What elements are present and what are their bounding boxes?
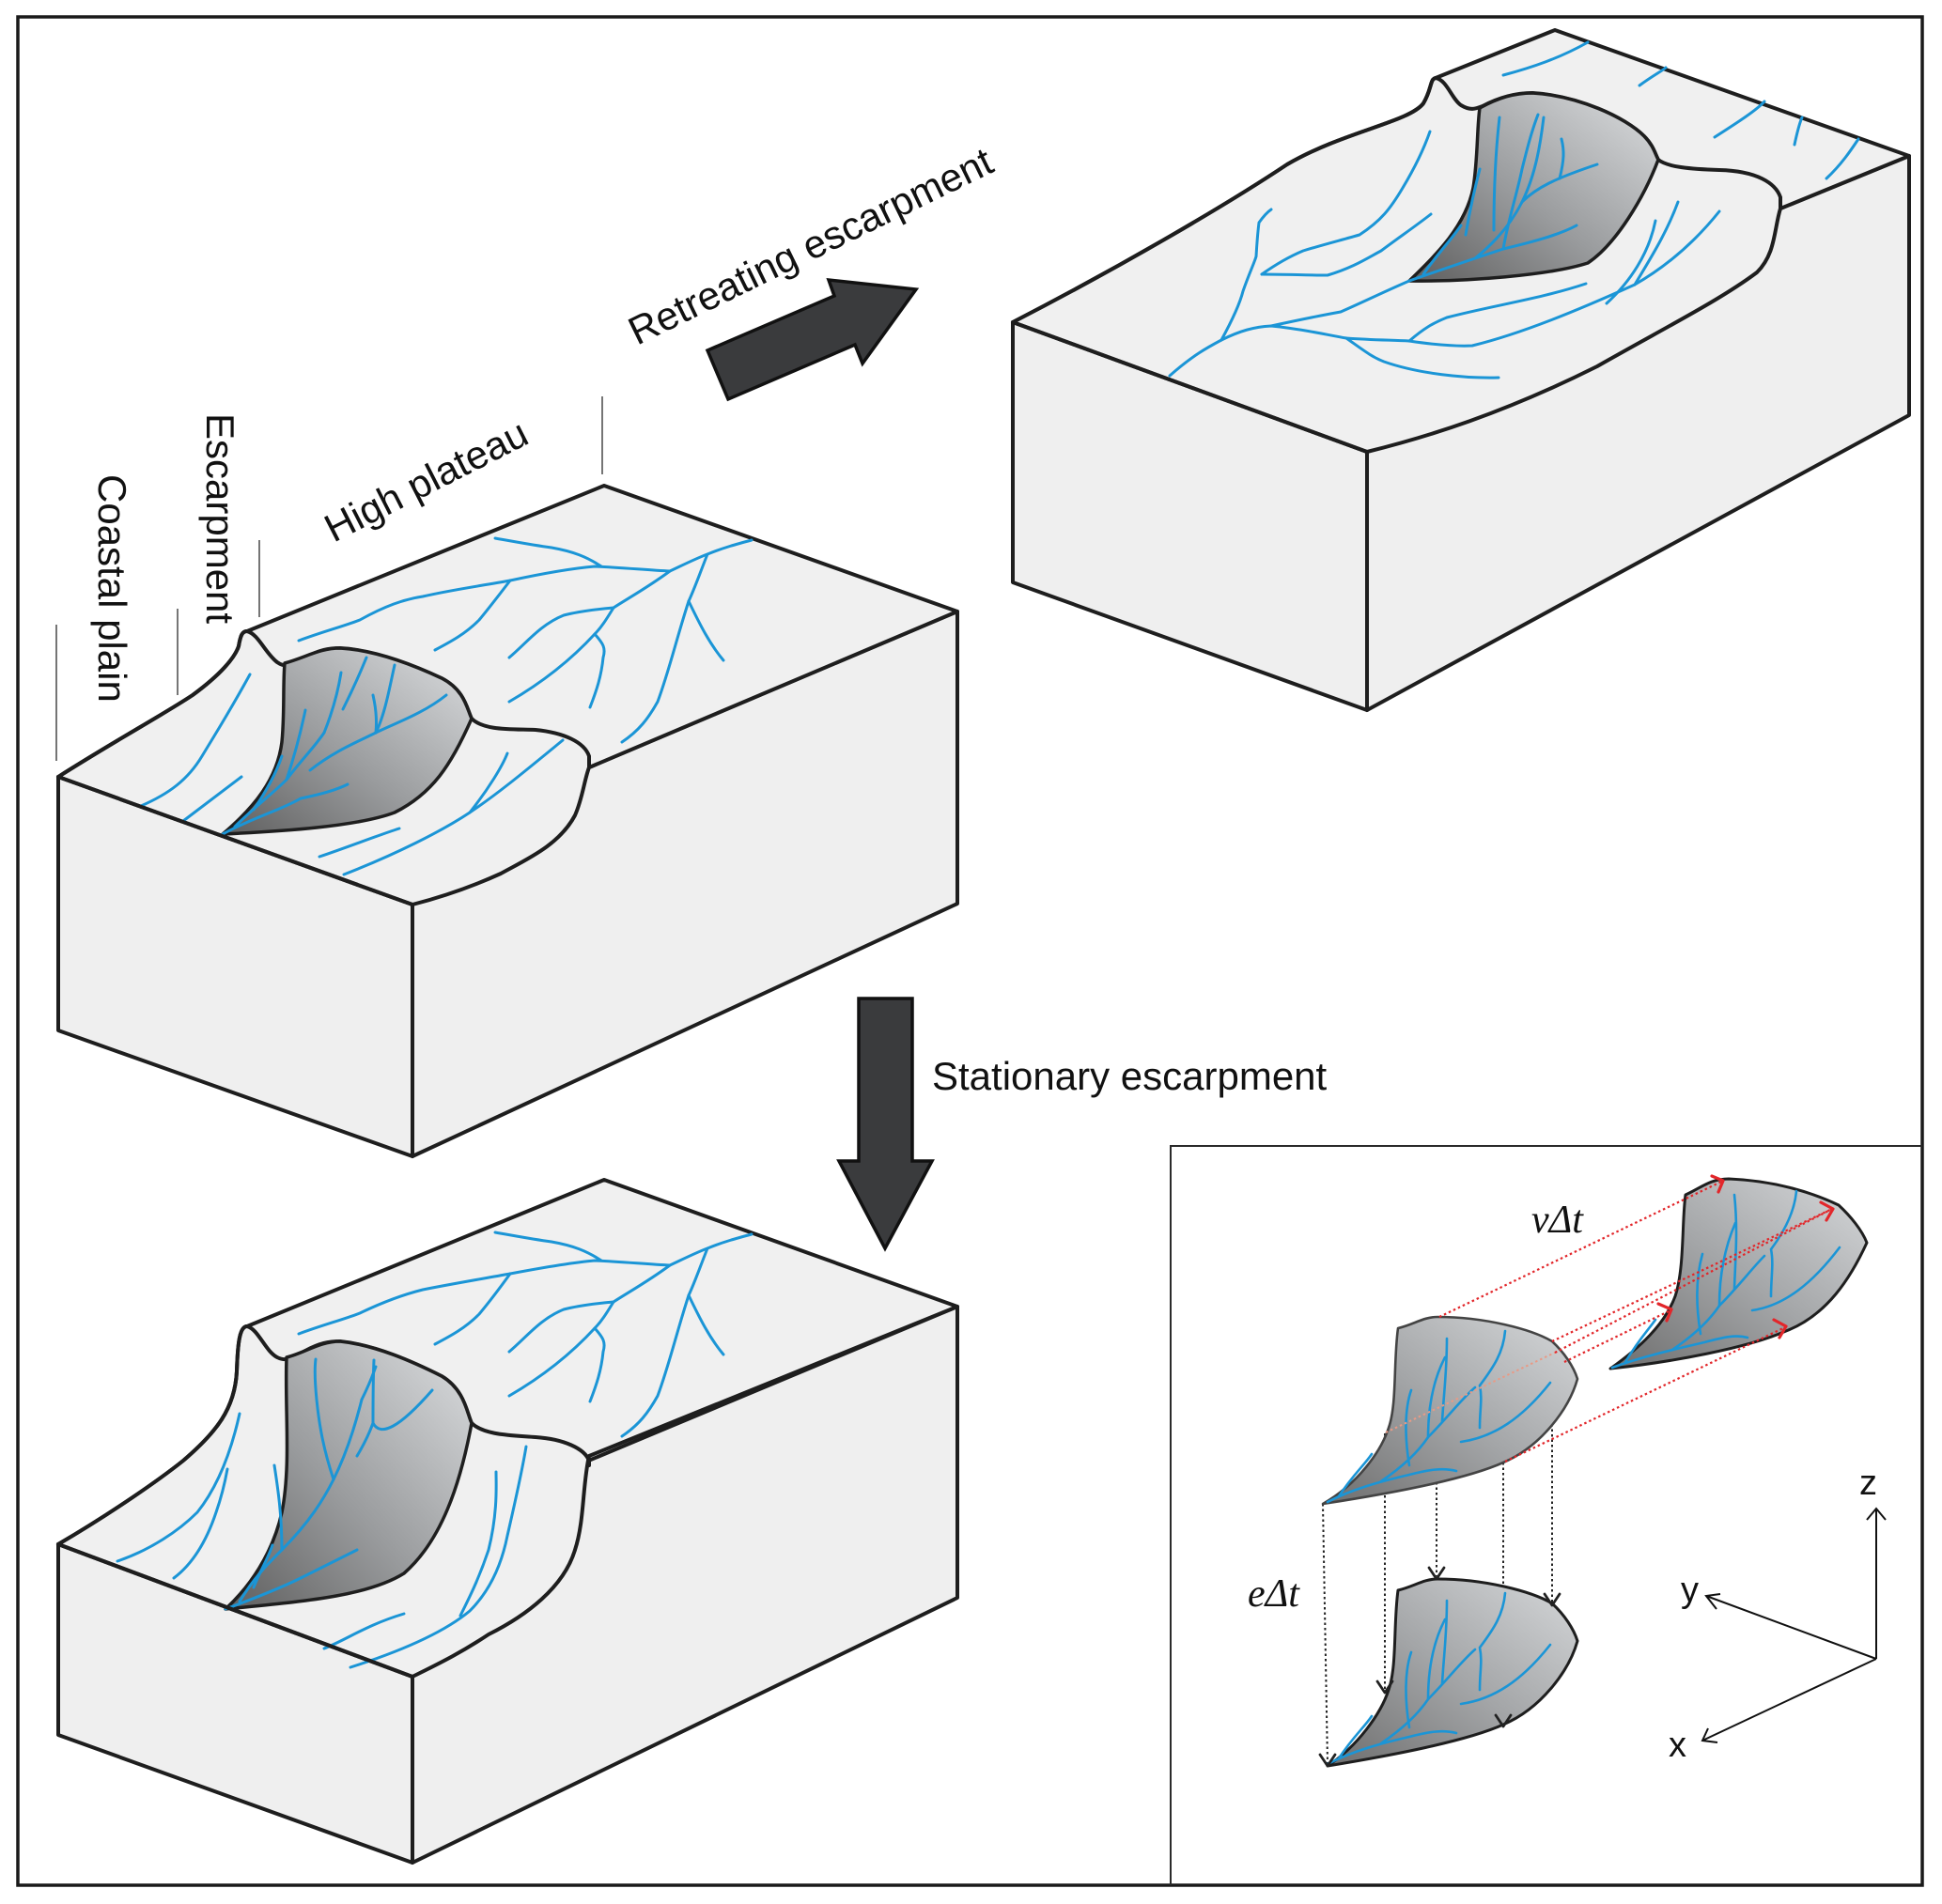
block-retreating-cirque-streams <box>1407 113 1599 283</box>
black-arrowhead-icon <box>1427 1566 1446 1581</box>
label-e-delta-t: eΔt <box>1248 1572 1300 1616</box>
inset-cirque-eroded-streams <box>1326 1591 1552 1766</box>
axis-label-y: y <box>1681 1571 1699 1610</box>
red-arrowhead-icon <box>1772 1318 1788 1339</box>
vertical-arrowheads <box>1318 1566 1561 1768</box>
label-v-delta-t: vΔt <box>1531 1199 1584 1242</box>
inset-cirque-retreated <box>1608 1177 1869 1370</box>
y-axis-arrowhead-icon <box>1704 1593 1721 1610</box>
inset-panel: vΔt eΔt z y x <box>1170 1145 1922 1885</box>
block-initial <box>56 484 959 1158</box>
inset-cirque-original-streams <box>1326 1329 1552 1504</box>
red-arrowhead-icon <box>1710 1174 1725 1194</box>
label-coastal-plain: Coastal plain <box>90 474 134 703</box>
block-retreating <box>1011 28 1911 712</box>
block-retreating-left-slope <box>1011 76 1437 324</box>
black-arrowhead-icon <box>1494 1713 1513 1728</box>
block-initial-left-slope <box>56 629 249 779</box>
block-retreating-cirque <box>1407 91 1660 283</box>
block-stationary-slope-streams <box>116 1412 528 1669</box>
block-initial-cirque-streams <box>221 656 448 836</box>
retreating-escarpment-arrow: Retreating escarpment <box>621 138 1000 402</box>
block-stationary <box>56 1178 959 1865</box>
block-initial-slope-streams <box>139 673 565 876</box>
black-arrowhead-icon <box>1375 1680 1394 1695</box>
z-axis-arrowhead-icon <box>1866 1507 1887 1521</box>
outer-frame <box>16 15 1924 1887</box>
inset-cirque-original <box>1321 1315 1579 1506</box>
red-arrowhead-icon <box>1819 1200 1835 1222</box>
block-stationary-cirque-streams <box>224 1357 434 1611</box>
block-retreating-plateau-streams <box>1501 40 1860 180</box>
red-arrowhead-icon <box>1656 1302 1673 1323</box>
y-axis <box>1705 1595 1877 1660</box>
block-initial-front-top-edge <box>56 775 414 906</box>
x-axis-arrowhead-icon <box>1701 1727 1718 1743</box>
coordinate-axes: z y x <box>1669 1463 1887 1765</box>
block-stationary-plateau-streams <box>297 1231 753 1438</box>
block-retreating-front-top-edge <box>1011 320 1369 454</box>
block-initial-plateau-streams <box>297 536 753 744</box>
axis-label-x: x <box>1669 1726 1686 1765</box>
x-axis <box>1701 1658 1877 1741</box>
axis-label-z: z <box>1859 1463 1877 1503</box>
inset-frame <box>1170 1145 1922 1885</box>
block-stationary-cirque <box>224 1339 474 1611</box>
label-escarpment: Escarpment <box>198 413 242 624</box>
retreating-arrow-icon <box>705 277 920 402</box>
inset-cirque-retreated-streams <box>1610 1189 1841 1370</box>
block-stationary-front-top-edge <box>56 1542 414 1679</box>
block-initial-cirque <box>221 646 474 836</box>
label-stationary-escarpment: Stationary escarpment <box>932 1054 1328 1098</box>
black-arrowhead-icon <box>1318 1753 1337 1768</box>
stationary-arrow-icon <box>836 997 935 1252</box>
black-arrowhead-icon <box>1543 1592 1561 1607</box>
stationary-escarpment-arrow: Stationary escarpment <box>836 997 1328 1252</box>
block-stationary-left-slope <box>56 1324 249 1546</box>
horizontal-displacement-lines <box>1385 1174 1835 1463</box>
block-retreating-slope-streams <box>1168 130 1721 379</box>
